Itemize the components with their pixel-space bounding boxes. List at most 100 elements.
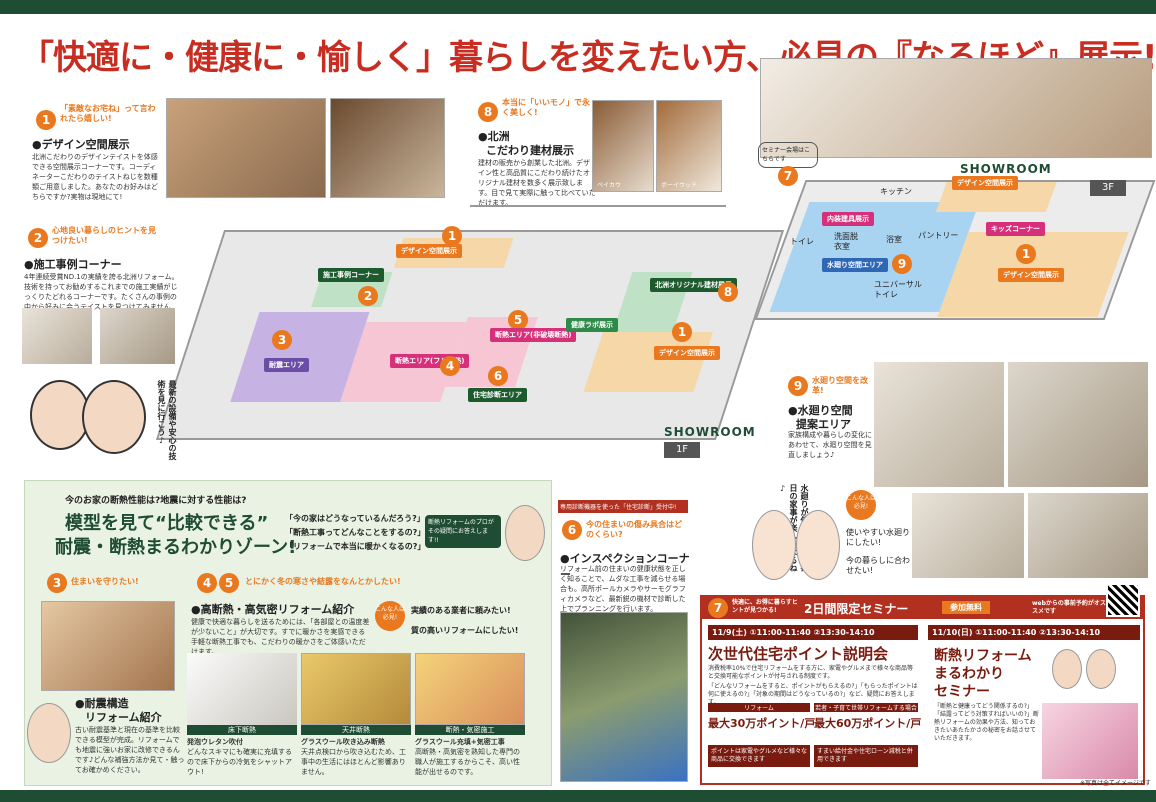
day2-text: 「断熱と健康ってどう関係するの?」「結露ってどう対策すればいいの?」断熱リフォー… <box>934 703 1039 742</box>
zone-q1: 「今の家はどうなっているんだろう?」 <box>285 514 425 523</box>
top-bar <box>0 0 1156 14</box>
card-6-bubble: 今の住まいの傷み具合はどのくらい? <box>586 520 682 539</box>
floorplan-3f <box>754 180 1156 320</box>
label-kenko: 健康ラボ展示 <box>566 318 618 332</box>
photo-door: ボーイウッド <box>656 100 722 192</box>
avatar-man-2 <box>1052 649 1082 689</box>
floor-3f-tag: 3F <box>1090 180 1126 196</box>
p2-label: 天井断熱 <box>301 725 411 735</box>
day2-title-a: 断熱リフォーム <box>934 648 1032 664</box>
badge-3f-9: 9 <box>892 254 912 274</box>
card-45-text: 健康で快適な暮らしを送るためには、「各部屋との温度差が少ないこと」が大切です。す… <box>191 618 370 656</box>
seminar-web: webからの事前予約がオススメです <box>1032 600 1106 615</box>
badge-9: 9 <box>788 376 808 396</box>
p3-desc: 高断熱・高気密を熟知した専門の職人が施工するからこそ、高い性能が出せるのです。 <box>415 748 520 776</box>
badge-4: 4 <box>197 573 217 593</box>
photo-structure-model <box>41 601 175 691</box>
card-1-text: 北洲こだわりのデザインテイストを体感できる空間展示コーナーです。コーディネーター… <box>32 153 158 201</box>
photo-case-1 <box>22 308 92 364</box>
label-taishin: 耐震エリア <box>264 358 309 372</box>
photo-living-room <box>166 98 326 198</box>
day2-title-c: セミナー <box>934 684 990 700</box>
day2-title-b: まるわかり <box>934 666 1004 682</box>
photo-window-room <box>330 98 445 198</box>
label-kids: キッズコーナー <box>986 222 1045 236</box>
room-yokushitsu: 浴室 <box>886 235 902 244</box>
label-dannetsu2: 断熱エリア(非破壊断熱) <box>490 328 577 342</box>
note1: ポイントは家電やグルメなど様々な商品に交換できます <box>708 745 810 767</box>
badge-5: 5 <box>219 573 239 593</box>
side-text: 最新の設備や安心の技術を見に行こう♪ <box>157 380 177 460</box>
couple-text-4: 今の暮らしに合わせたい! <box>846 556 910 575</box>
room-universal: ユニバーサルトイレ <box>874 280 922 299</box>
photo-floor-insulation <box>187 653 297 725</box>
card-3-title2: リフォーム紹介 <box>85 711 162 724</box>
p3-title: グラスウール充填+気密工事 <box>415 738 505 746</box>
card-water: 9 水廻り空間を改革! ●水廻り空間 提案エリア 家族構成や暮らしの変化にあわせ… <box>788 372 874 462</box>
seminar-bubble-3f: セミナー会場はこちらです <box>758 142 818 168</box>
badge-1: 1 <box>36 110 56 130</box>
photo-thermography <box>1042 703 1138 779</box>
seminar-lead: 快適に、お得に暮らすヒントが見つかる! <box>732 599 798 614</box>
photo-toilet <box>1028 493 1148 578</box>
day1-text-b: 「どんなリフォームをすると、ポイントがもらえるの?」「もらったポイントは何に使え… <box>708 683 918 706</box>
couple-text-3: 使いやすい水廻りにしたい! <box>846 528 910 547</box>
seminar-box: 7 快適に、お得に暮らすヒントが見つかる! 2日間限定セミナー 参加無料 web… <box>700 583 1145 785</box>
card-9-title: ●水廻り空間 <box>788 404 853 417</box>
hit-badge: こんな人は必見! <box>846 490 876 520</box>
zone-q2: 「断熱工事ってどんなことをするの?」 <box>285 528 426 537</box>
card-2-bubble: 心地良い暮らしのヒントを見つけたい! <box>52 226 156 245</box>
floor-1f-tag: 1F <box>664 442 700 458</box>
card-45-q1: 実績のある業者に頼みたい! <box>411 606 511 615</box>
hit-badge-2: こんな人は必見! <box>375 601 405 631</box>
badge-1f-8: 8 <box>718 282 738 302</box>
label-jutaku: 住宅診断エリア <box>468 388 527 402</box>
qr-code-icon[interactable] <box>1106 583 1140 617</box>
pt1-label: リフォーム <box>708 703 810 712</box>
label-kenzai: 北洲オリジナル建材展示 <box>650 278 737 292</box>
day1-date: 11/9(土) ①11:00-11:40 ②13:30-14:10 <box>708 625 918 640</box>
badge-1f-2: 2 <box>358 286 378 306</box>
photo-kitchen-2 <box>874 362 1004 487</box>
room-senmen: 洗面脱衣室 <box>834 232 858 251</box>
day1-text: 消費税率10%で住宅リフォームをする方に、家電やグルメまで様々な商品等と交換可能… <box>708 665 913 680</box>
note2: すまい給付金や住宅ローン減税と併用できます <box>814 745 918 767</box>
footnote: ※写真は全てイメージです <box>1080 780 1151 787</box>
p2-desc: 天井点検口から吹き込むため、工事中の生活にはほとんど影響ありません。 <box>301 748 406 776</box>
photo-door-label: ボーイウッド <box>661 182 698 189</box>
card-9-text: 家族構成や暮らしの変化にあわせて、水廻り空間を見直しましょう♪ <box>788 431 872 459</box>
card-8-title2: こだわり建材展示 <box>486 144 574 157</box>
p3-label: 断熱・気密施工 <box>415 725 525 735</box>
label-design-3f: デザイン空間展示 <box>998 268 1064 282</box>
seminar-title: 2日間限定セミナー <box>804 602 909 616</box>
zone-pro: 断熱リフォームのプロがその疑問にお答えします!! <box>425 515 501 548</box>
day2-date: 11/10(日) ①11:00-11:40 ②13:30-14:10 <box>928 625 1140 640</box>
card-9-bubble: 水廻り空間を改革! <box>812 376 868 395</box>
p1-label: 床下断熱 <box>187 725 297 735</box>
badge-1f-1a: 1 <box>442 226 462 246</box>
photo-ceiling-insulation <box>301 653 411 725</box>
card-6-text: リフォーム前の住まいの健康状態を正しく知ることで、ムダな工事を減らせる場合も。高… <box>560 565 686 613</box>
card-8-title: ●北洲 <box>478 130 510 143</box>
card-9-title2: 提案エリア <box>796 418 851 431</box>
card-6-title: ●インスペクションコーナー <box>560 552 690 581</box>
room-toilet: トイレ <box>790 237 814 246</box>
p2-title: グラスウール吹き込み断熱 <box>301 738 385 746</box>
zone-headline-1: 模型を見て“比較できる” <box>65 513 269 534</box>
card-45-title: ●高断熱・高気密リフォーム紹介 <box>191 603 355 616</box>
badge-1f-1b: 1 <box>672 322 692 342</box>
card-3-bubble: 住まいを守りたい! <box>71 577 139 586</box>
badge-1f-6: 6 <box>488 366 508 386</box>
avatar-woman-2 <box>752 510 796 580</box>
card-8-bubble: 本当に「いいモノ」で永く美しく! <box>502 98 590 117</box>
photo-chair: ベイカウ <box>592 100 654 192</box>
avatar-pro <box>505 505 545 561</box>
label-jirei: 施工事例コーナー <box>318 268 384 282</box>
photo-inspection <box>560 612 688 782</box>
badge-3f-1: 1 <box>1016 244 1036 264</box>
card-design-space: 1 「素敵なお宅ね」って言われたら嬉しい! ●デザイン空間展示 北洲こだわりのデ… <box>30 96 162 201</box>
photo-chair-label: ベイカウ <box>597 182 622 189</box>
avatar-woman <box>30 380 90 450</box>
pt2-label: 若者・子育て世帯リフォームする場合 <box>814 703 918 712</box>
photo-airtight <box>415 653 525 725</box>
